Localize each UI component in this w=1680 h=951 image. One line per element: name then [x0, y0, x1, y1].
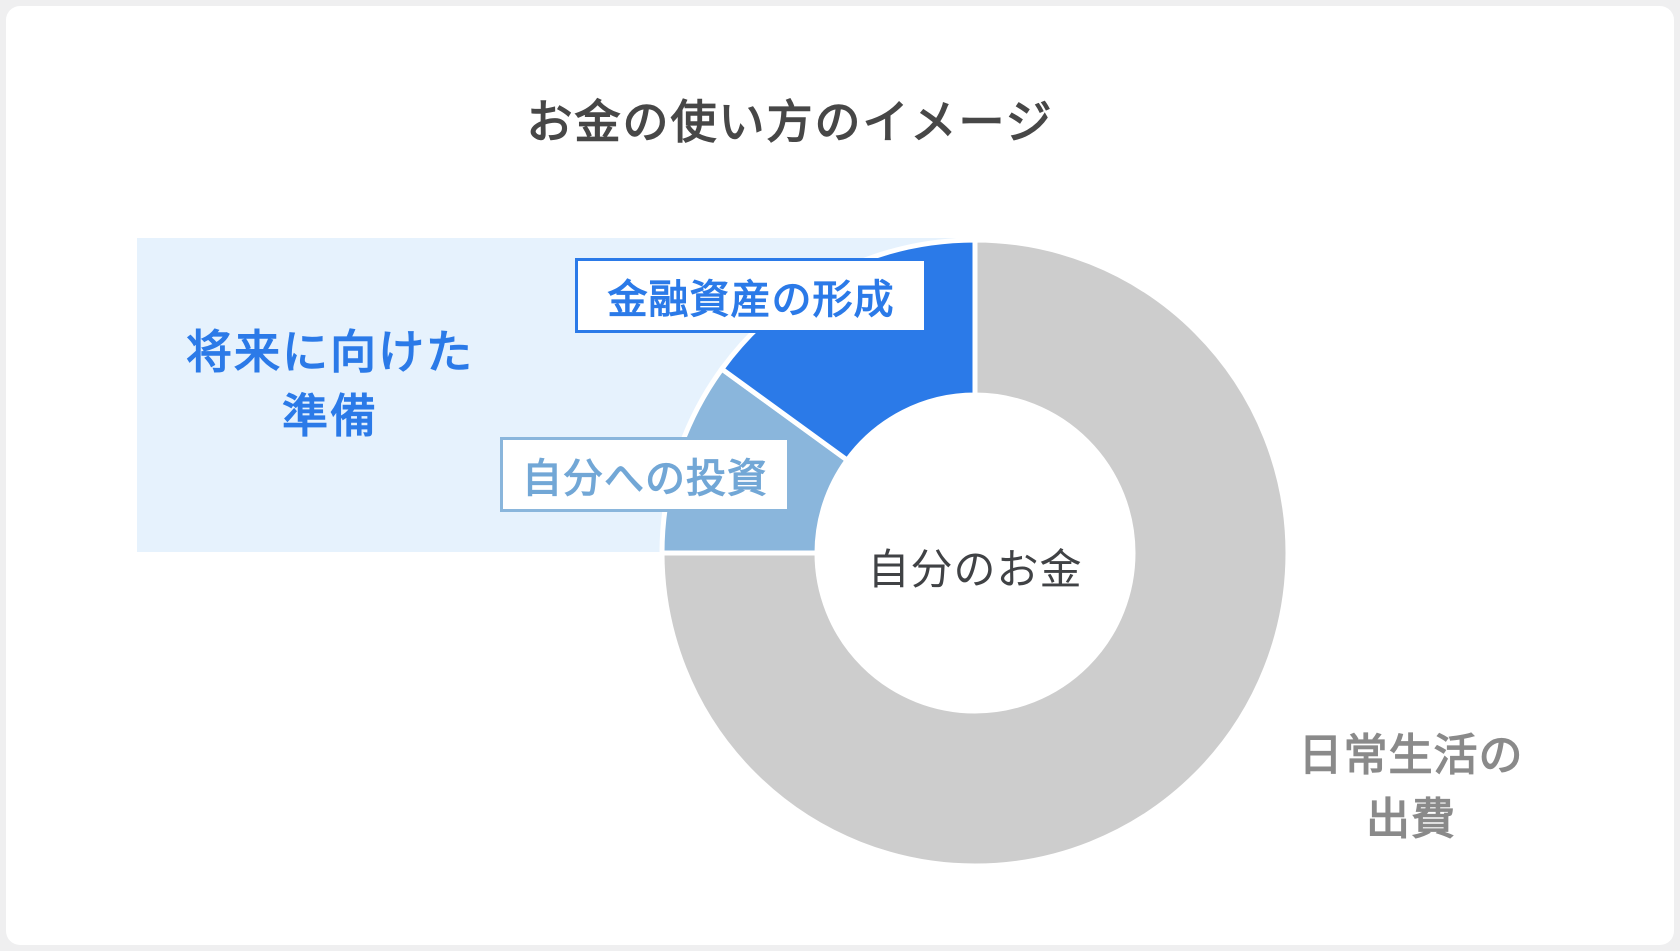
daily-expenses-line-1: 日常生活の	[1298, 731, 1524, 780]
donut-center-label: 自分のお金	[867, 546, 1083, 593]
daily-expenses-label: 日常生活の 出費	[1256, 724, 1566, 852]
donut-hole	[817, 395, 1133, 711]
self-investment-callout: 自分への投資	[500, 437, 790, 512]
daily-expenses-line-2: 出費	[1366, 795, 1456, 844]
self-investment-callout-label: 自分への投資	[522, 456, 768, 501]
financial-assets-callout: 金融資産の形成	[575, 258, 927, 333]
future-preparation-line-1: 将来に向けた	[186, 326, 474, 378]
future-preparation-label: 将来に向けた 準備	[150, 320, 510, 448]
financial-assets-callout-label: 金融資産の形成	[607, 277, 895, 322]
page-title: お金の使い方のイメージ	[526, 96, 1054, 148]
future-preparation-line-2: 準備	[282, 390, 378, 442]
